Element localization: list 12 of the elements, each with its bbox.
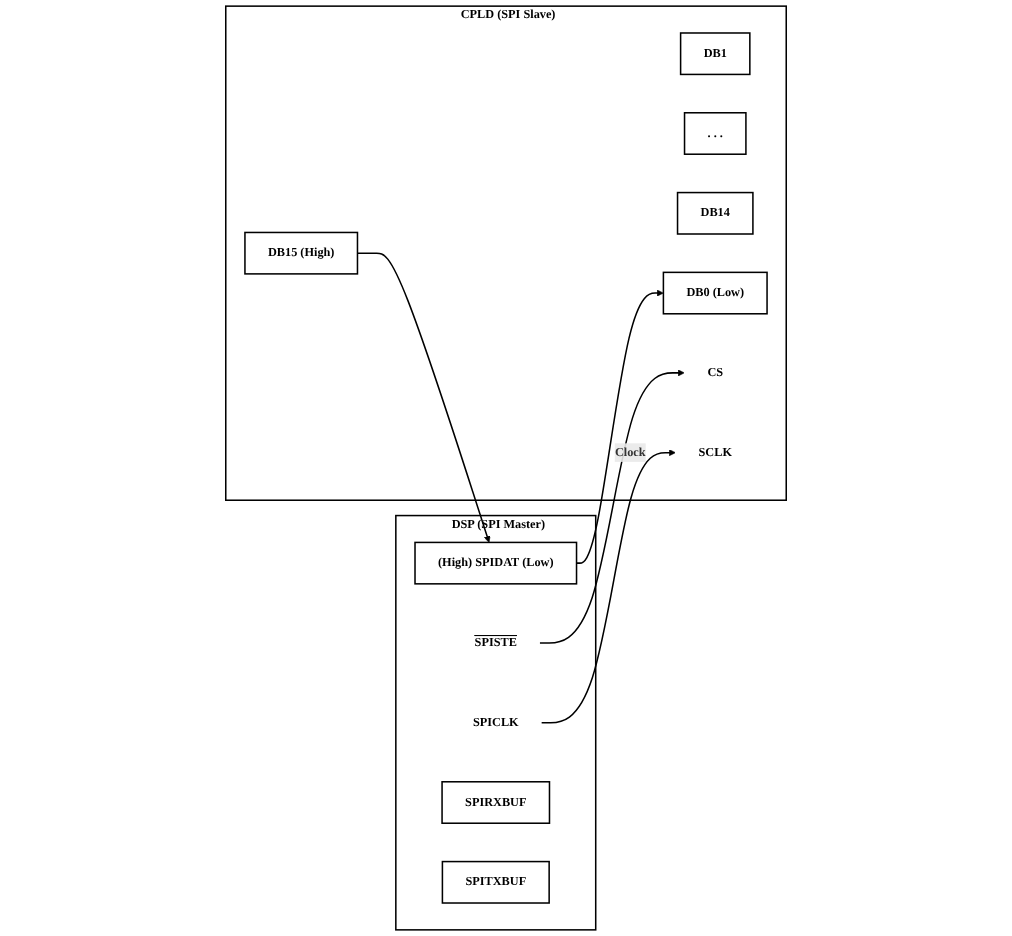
node-box	[676, 191, 754, 235]
node-box	[414, 541, 578, 585]
node-box	[441, 781, 551, 824]
arrow	[356, 252, 491, 543]
node-box	[683, 112, 747, 155]
node-box	[244, 231, 359, 275]
arrow	[539, 369, 685, 644]
arrow	[575, 289, 664, 564]
node-box	[662, 271, 768, 315]
node-box	[679, 32, 751, 76]
arrow	[540, 449, 676, 724]
node-box	[441, 860, 550, 904]
